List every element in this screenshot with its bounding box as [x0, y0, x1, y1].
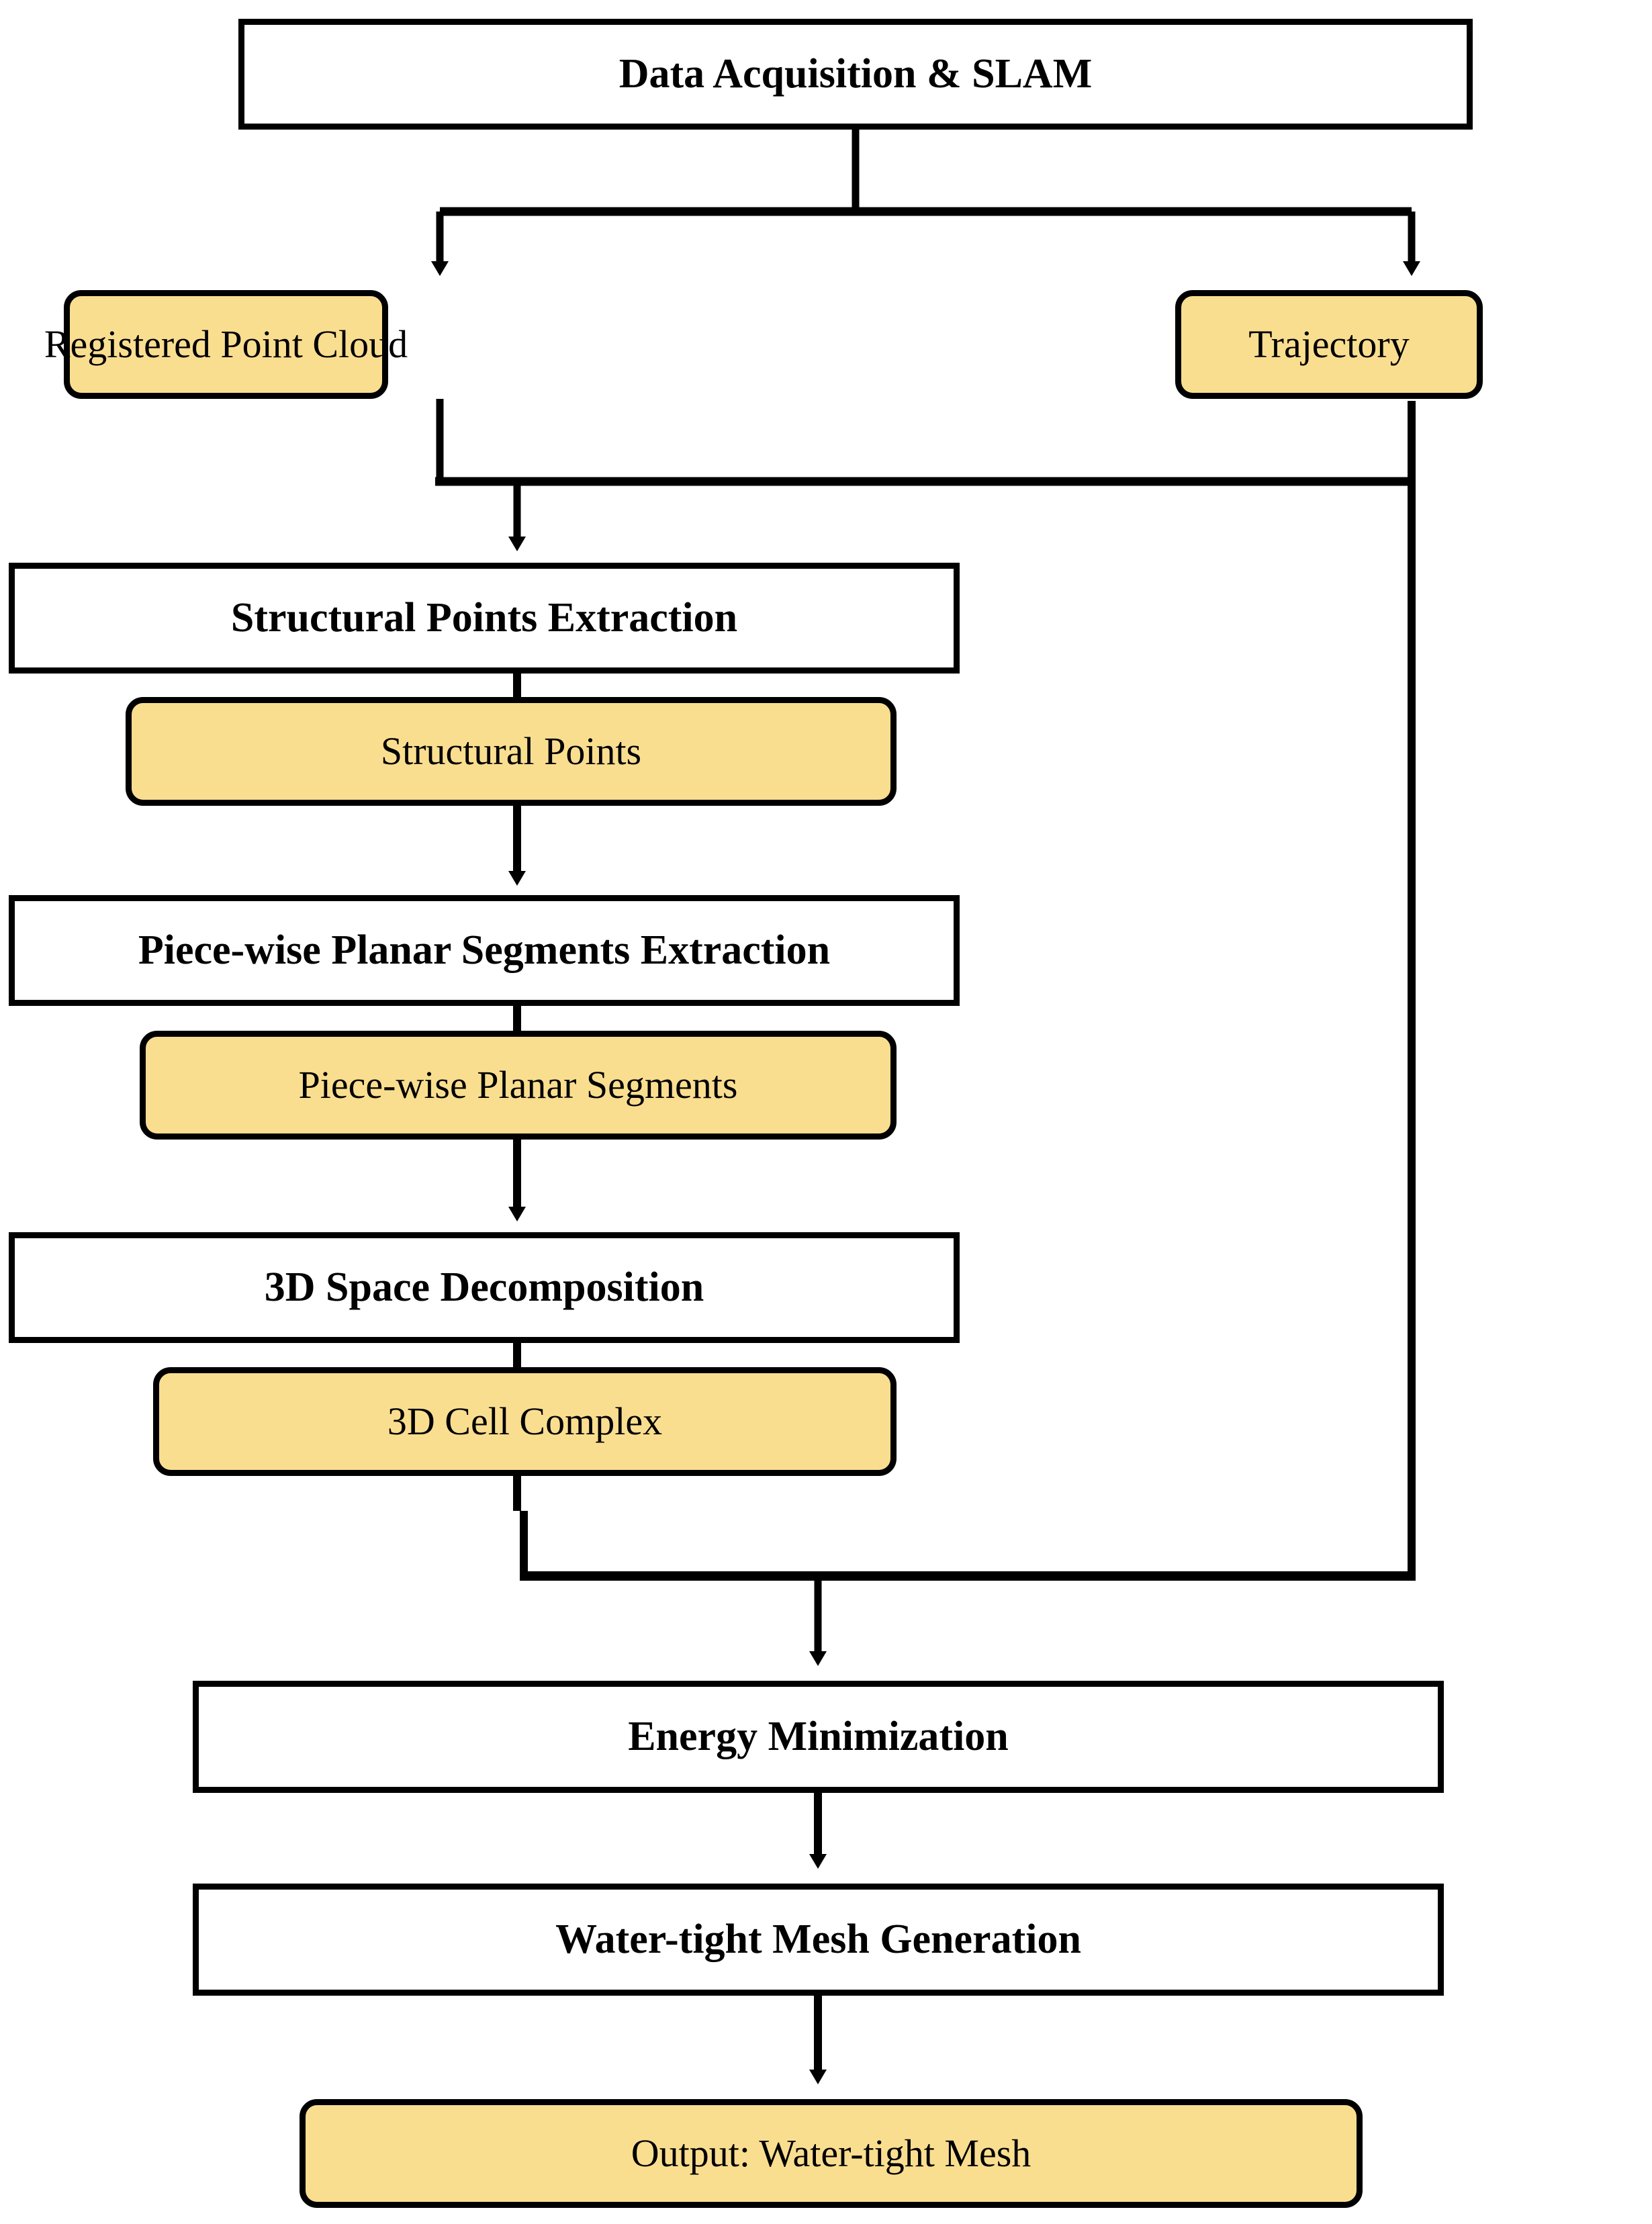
node-label: 3D Cell Complex — [387, 1399, 663, 1443]
node-structural-points[interactable]: Structural Points — [126, 697, 897, 806]
node-3d-cell-complex[interactable]: 3D Cell Complex — [153, 1367, 897, 1476]
node-label: Energy Minimization — [628, 1713, 1009, 1759]
node-label: Registered Point Cloud — [44, 322, 408, 366]
node-piecewise-planar-segments[interactable]: Piece-wise Planar Segments — [140, 1031, 897, 1140]
node-label: Structural Points — [380, 729, 642, 773]
node-label: Data Acquisition & SLAM — [618, 50, 1093, 97]
node-label: Piece-wise Planar Segments Extraction — [138, 927, 831, 973]
node-data-acquisition-slam[interactable]: Data Acquisition & SLAM — [238, 19, 1473, 130]
node-3d-space-decomposition[interactable]: 3D Space Decomposition — [9, 1232, 960, 1343]
node-output-watertight-mesh[interactable]: Output: Water-tight Mesh — [300, 2099, 1363, 2208]
node-watertight-mesh-generation[interactable]: Water-tight Mesh Generation — [193, 1884, 1444, 1996]
node-label: Piece-wise Planar Segments — [298, 1062, 738, 1107]
node-label: Output: Water-tight Mesh — [631, 2131, 1031, 2175]
node-label: Trajectory — [1248, 322, 1410, 366]
node-structural-points-extraction[interactable]: Structural Points Extraction — [9, 563, 960, 674]
node-registered-point-cloud[interactable]: Registered Point Cloud — [44, 290, 408, 399]
node-label: Structural Points Extraction — [230, 594, 738, 641]
node-label: Water-tight Mesh Generation — [555, 1916, 1081, 1962]
edge-pointcloud-to-structural-extraction — [435, 399, 1412, 551]
node-trajectory[interactable]: Trajectory — [1175, 290, 1483, 399]
node-energy-minimization[interactable]: Energy Minimization — [193, 1681, 1444, 1793]
node-piecewise-planar-segments-extraction[interactable]: Piece-wise Planar Segments Extraction — [9, 895, 960, 1006]
edge-acquisition-split — [431, 130, 1420, 276]
node-label: 3D Space Decomposition — [264, 1264, 704, 1310]
